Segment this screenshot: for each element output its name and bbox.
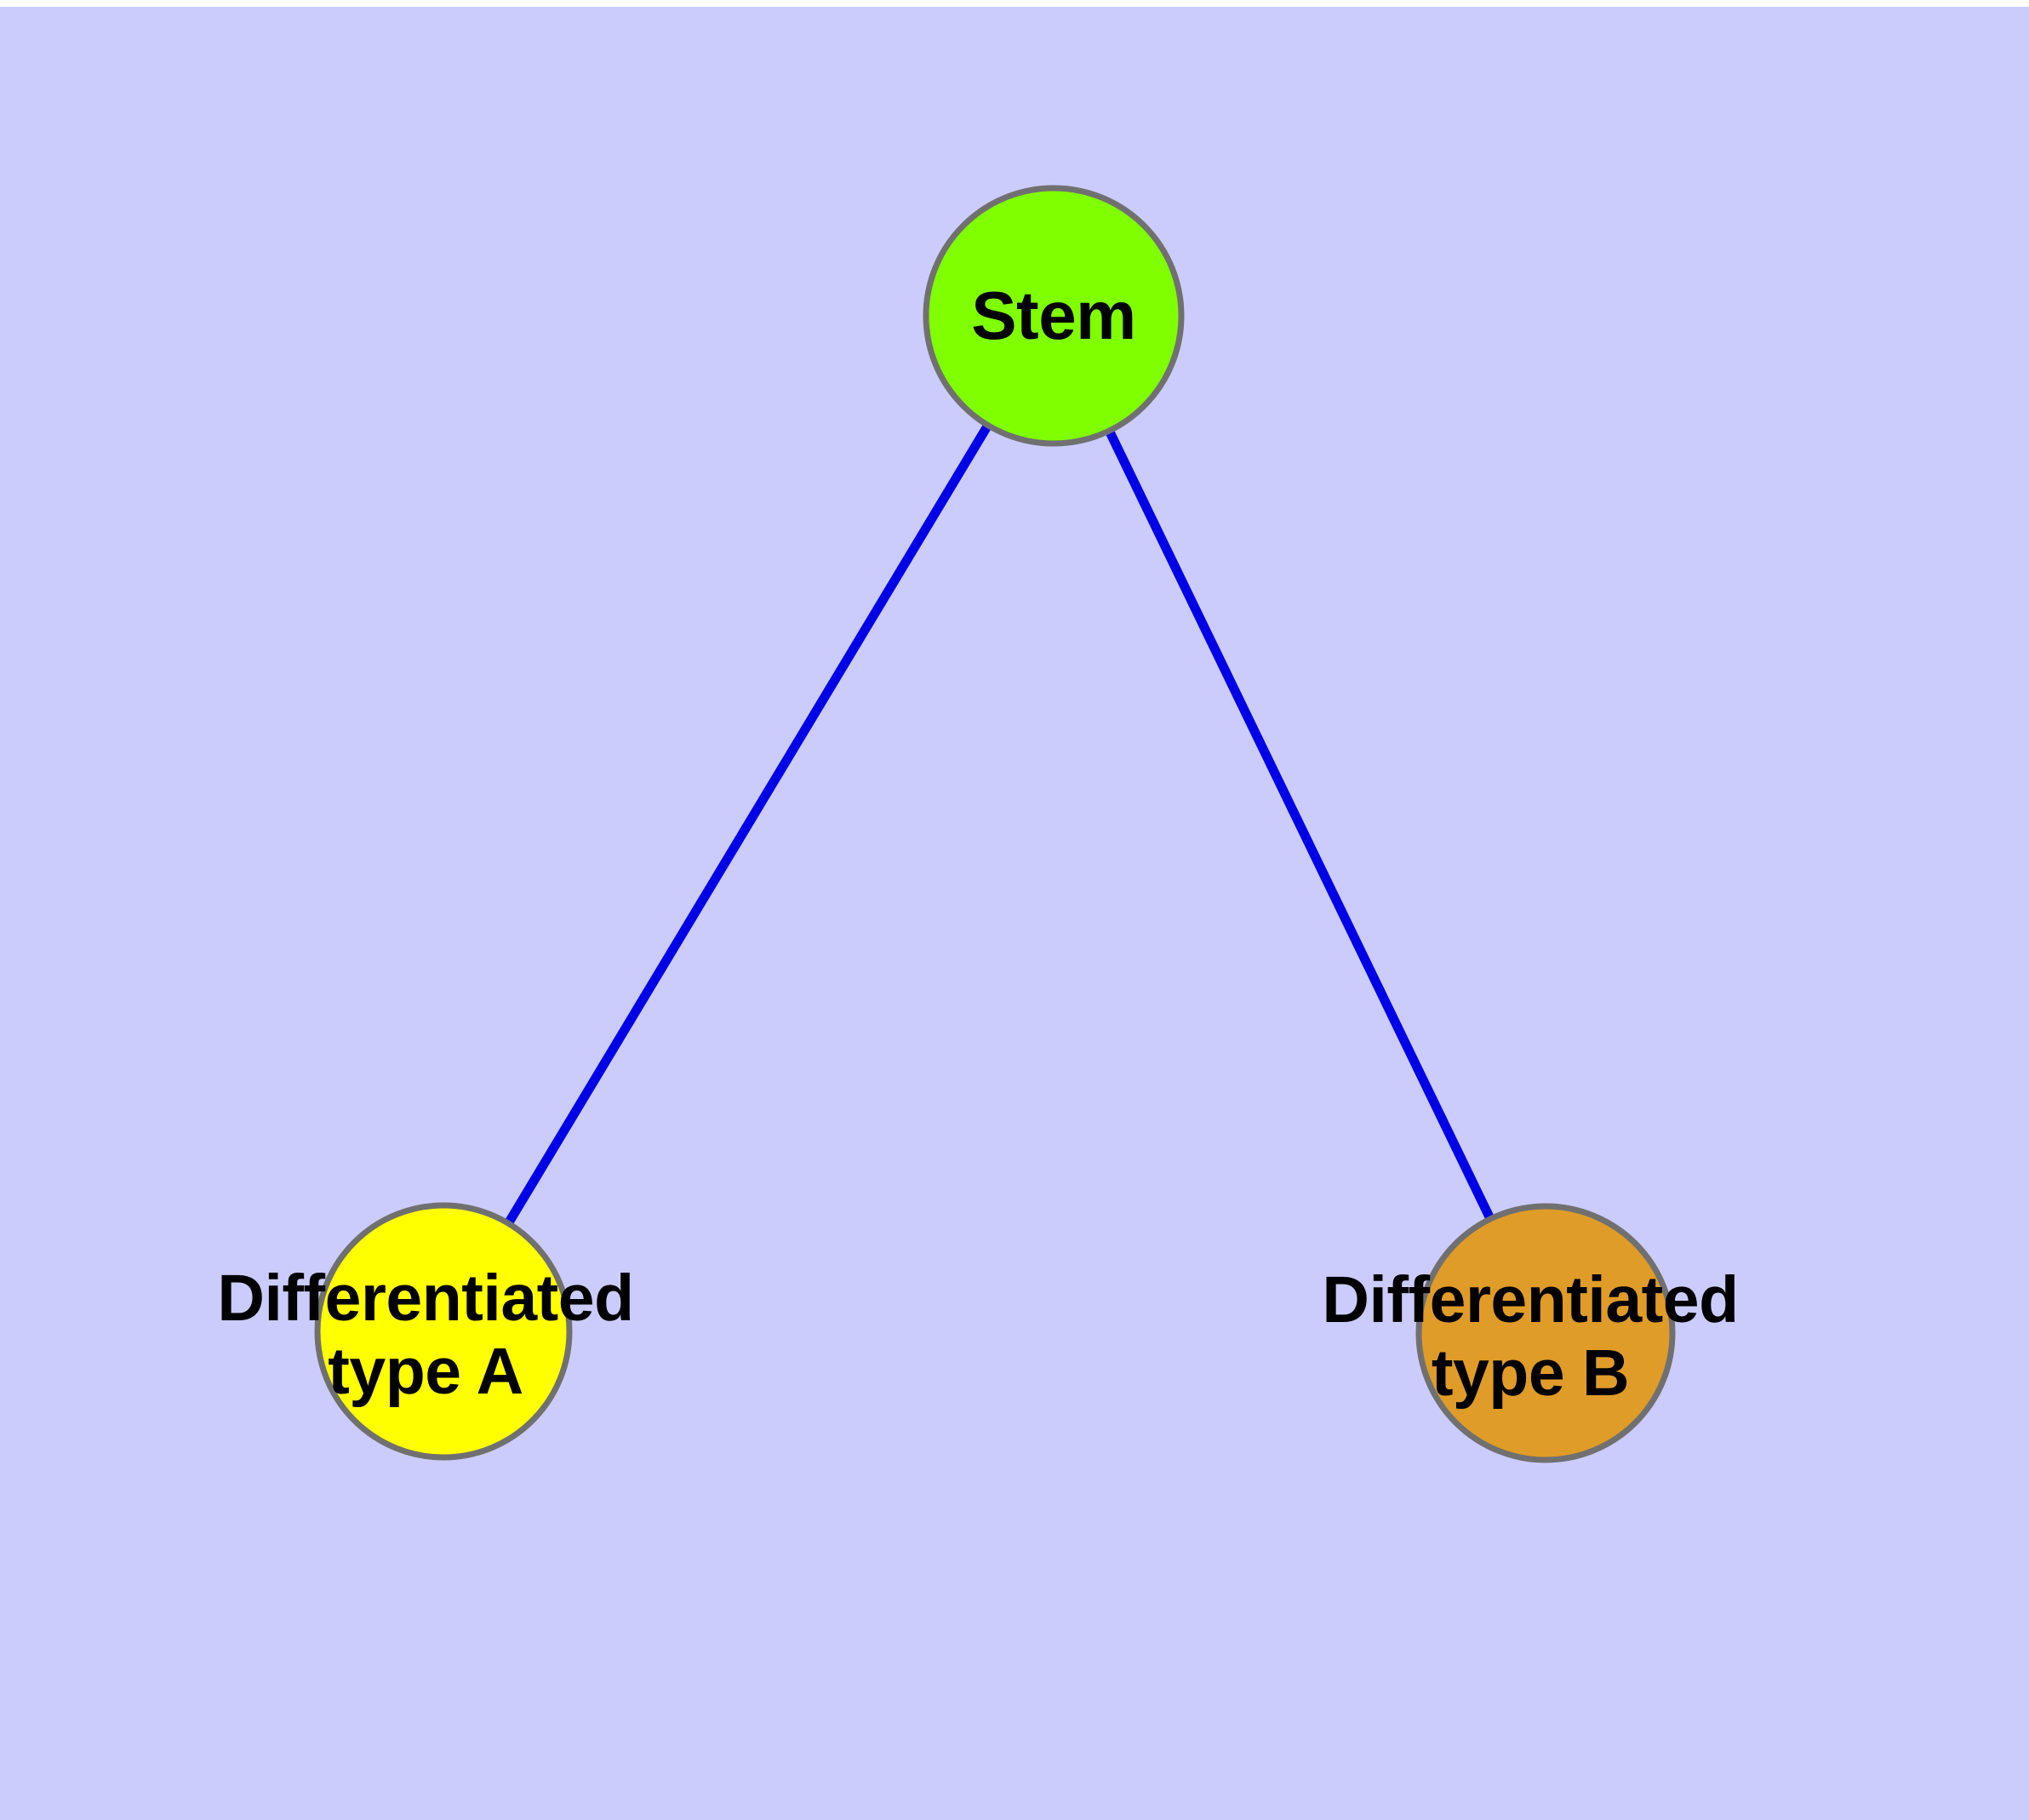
node-stem[interactable]: [923, 185, 1185, 447]
node-differentiated-type-b[interactable]: [1415, 1203, 1676, 1463]
node-layer: [314, 185, 1676, 1463]
node-label-stem: Stem: [971, 278, 1136, 354]
node-label-differentiated-type-b: Differentiated type B: [1322, 1262, 1739, 1410]
edge-stem-to-diff-b: [1106, 430, 1495, 1220]
node-differentiated-type-a[interactable]: [314, 1202, 573, 1461]
node-label-differentiated-type-a: Differentiated type A: [217, 1261, 634, 1408]
edge-stem-to-diff-a: [505, 424, 992, 1225]
edge-layer: [505, 424, 1495, 1225]
